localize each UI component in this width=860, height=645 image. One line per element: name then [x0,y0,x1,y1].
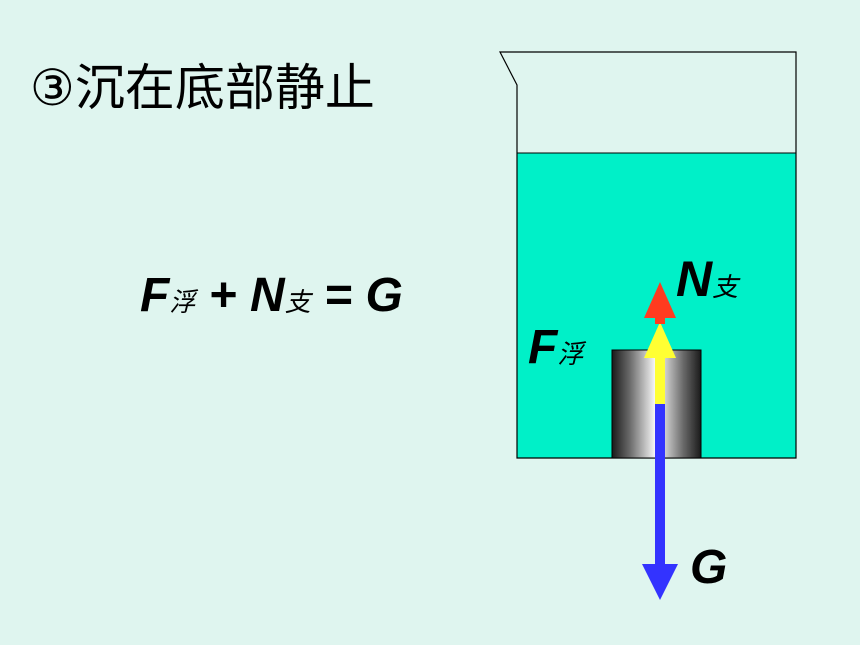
buoyant-force-subscript: 浮 [557,340,584,370]
eq-buoyant-subscript: 浮 [169,288,196,318]
normal-arrow-head [644,282,676,318]
eq-gravity-symbol: G [365,269,403,322]
buoyant-force-symbol: F [528,321,558,374]
slide-title: ③沉在底部静止 [30,59,375,117]
eq-normal-subscript: 支 [284,288,311,318]
gravity-arrow-head [642,564,678,600]
buoyant-arrow-shaft [655,350,665,404]
eq-normal-symbol: N [250,269,285,322]
buoyant-arrow-head [644,322,676,358]
force-balance-equation: F浮 + N支 = G [140,268,403,323]
eq-plus: + [195,269,251,322]
gravity-arrow-shaft [655,404,665,566]
normal-arrow-shaft [655,316,665,324]
normal-force-symbol: N [676,251,713,307]
normal-force-subscript: 支 [712,273,739,303]
buoyant-force-label: F浮 [528,320,583,375]
eq-equals: = [310,269,366,322]
normal-force-label: N支 [676,250,738,308]
gravity-label: G [690,541,728,594]
eq-buoyant-symbol: F [140,269,170,322]
